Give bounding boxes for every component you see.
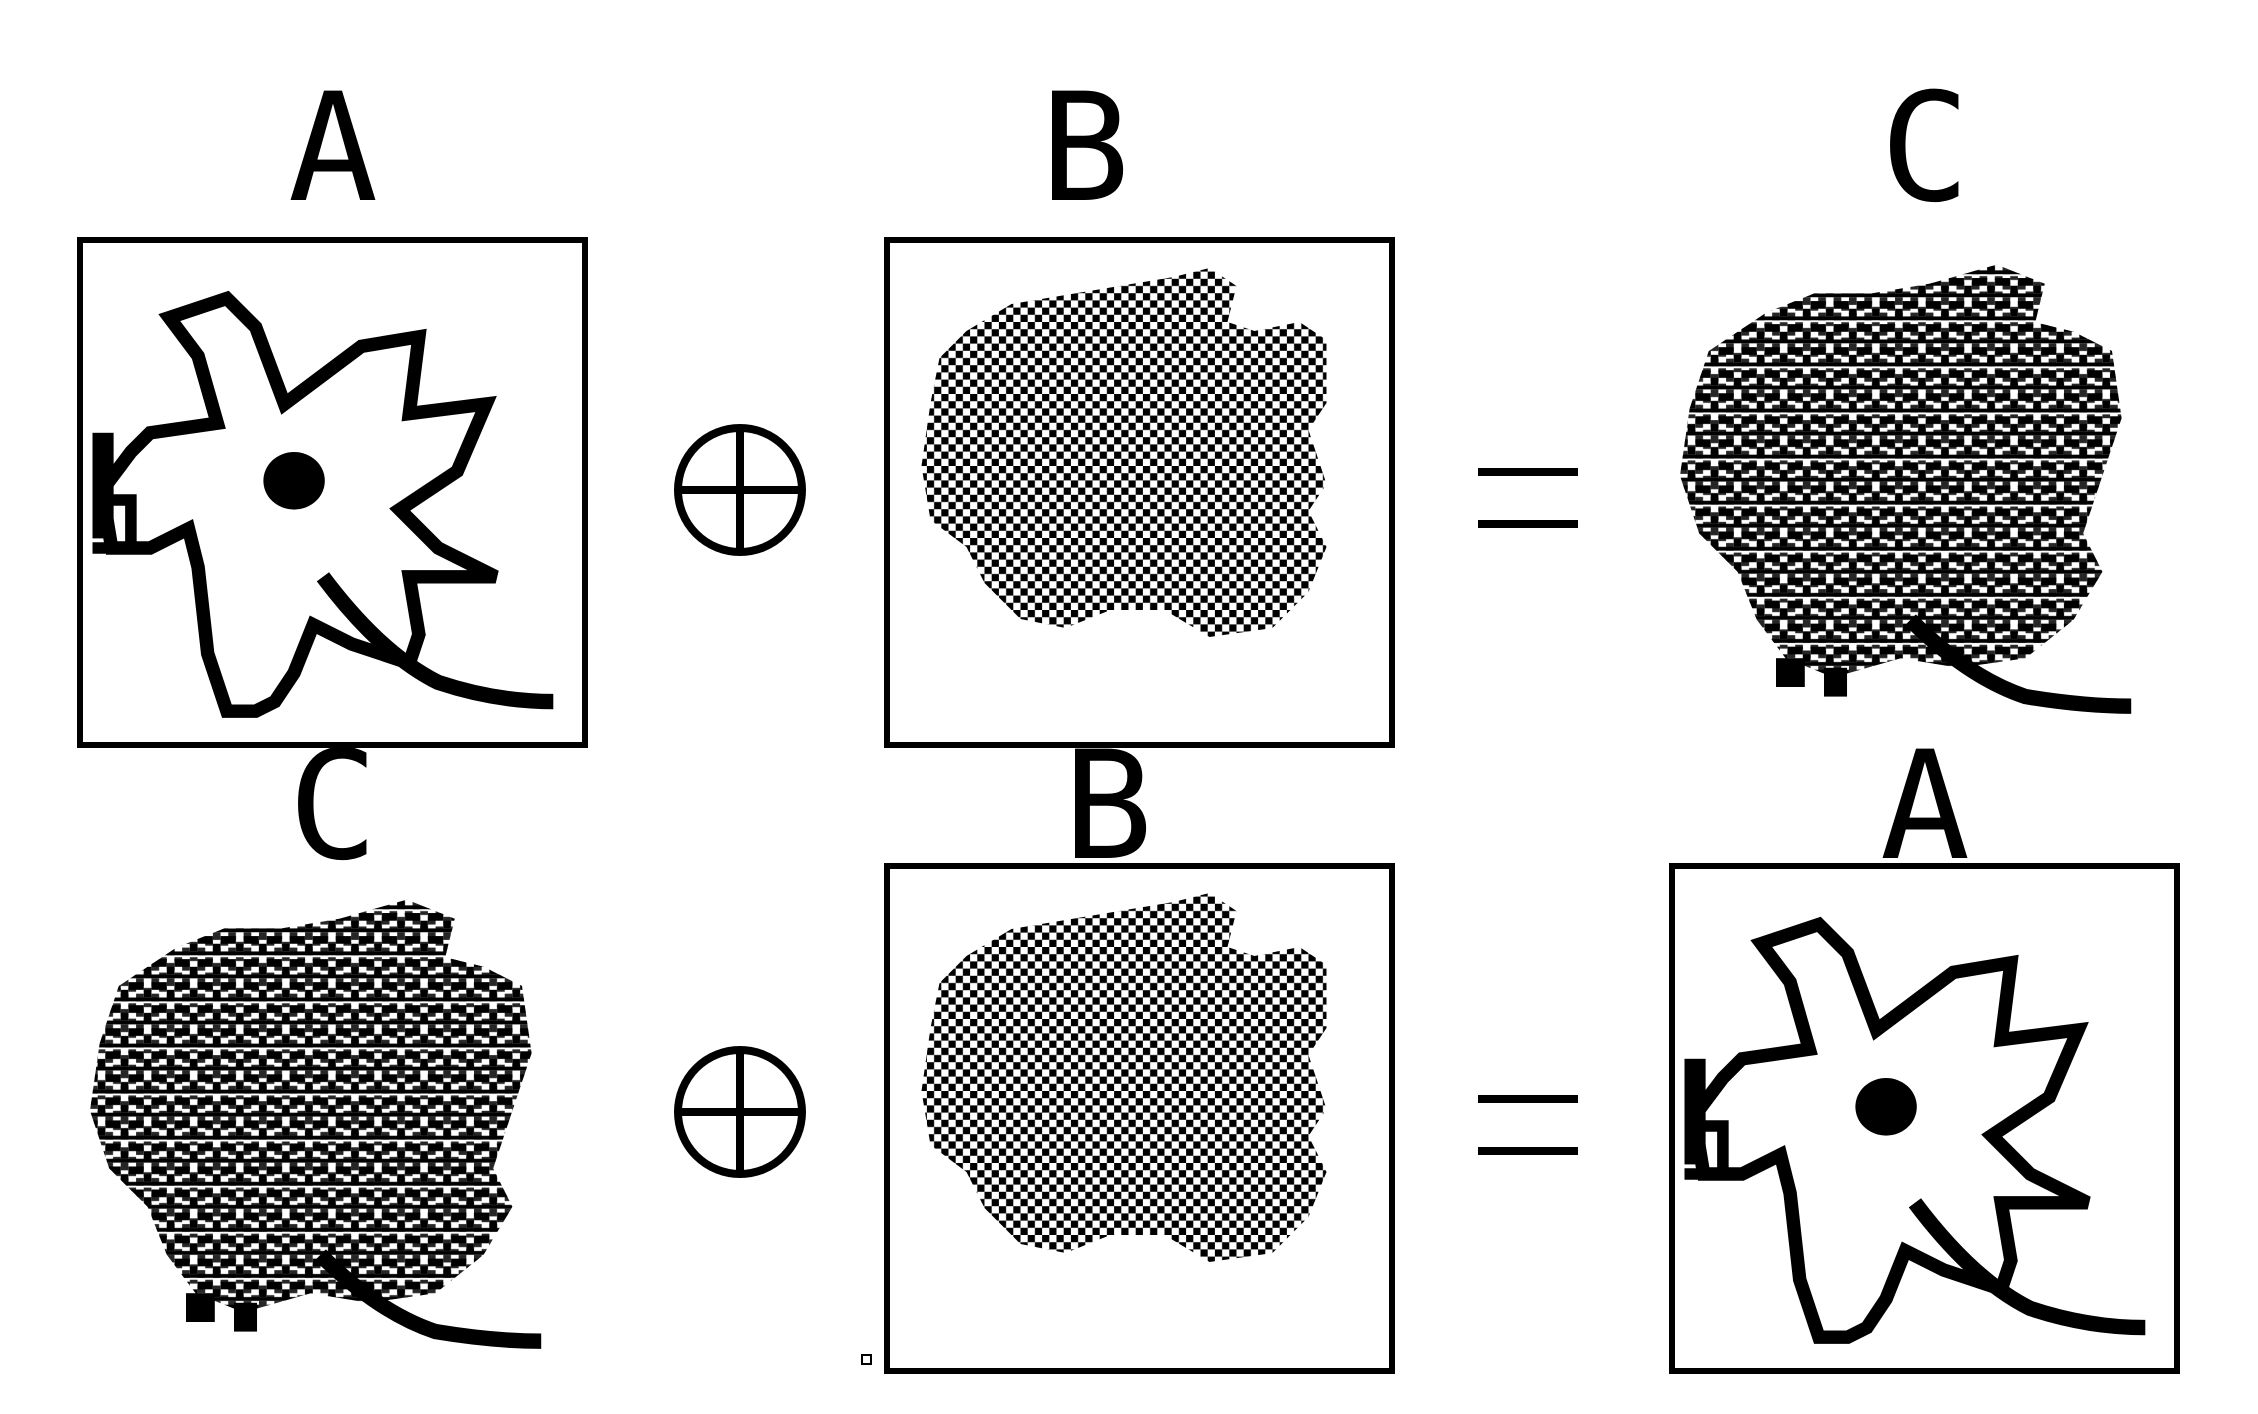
panel-a-frame-top — [77, 237, 588, 748]
xor-operator-top — [678, 428, 802, 552]
checker-key-image-bottom — [921, 893, 1327, 1262]
flower-image-bottom — [1685, 924, 2146, 1337]
small-marker — [861, 1354, 872, 1365]
label-a-top: A — [288, 62, 378, 236]
panel-b-frame-top — [884, 237, 1395, 748]
label-c-top: C — [1880, 62, 1970, 236]
panel-b-frame-bottom — [884, 863, 1395, 1374]
checker-key-image-top — [921, 268, 1327, 637]
label-c-bottom: C — [288, 720, 378, 894]
panel-a-frame-bottom — [1669, 863, 2180, 1374]
scrambled-image-bottom — [90, 900, 541, 1342]
flower-image-top — [93, 298, 554, 711]
xor-operator-bottom — [678, 1050, 802, 1174]
scrambled-image-top — [1680, 265, 2131, 707]
label-b-top: B — [1040, 62, 1130, 236]
equals-sign-top — [1478, 468, 1578, 528]
equals-sign-bottom — [1478, 1095, 1578, 1155]
